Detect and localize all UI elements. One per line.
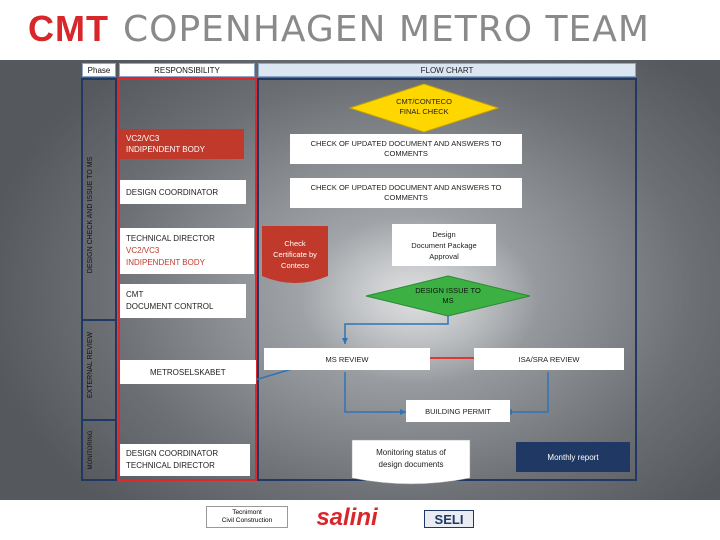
cmt-document-control: CMT DOCUMENT CONTROL	[120, 284, 246, 318]
page-title: COPENHAGEN METRO TEAM	[122, 8, 650, 50]
check-updated-document-1: CHECK OF UPDATED DOCUMENT AND ANSWERS TO…	[290, 134, 522, 164]
ms-review: MS REVIEW	[264, 348, 430, 370]
footer-band	[0, 500, 720, 540]
design-coordinator: DESIGN COORDINATOR	[120, 180, 246, 204]
header: CMT COPENHAGEN METRO TEAM	[28, 8, 650, 50]
sponsor-salini: salini	[316, 504, 378, 531]
monitoring-shape	[351, 439, 471, 485]
connector-issue-to-review	[342, 316, 449, 344]
sponsor-tecnimont: Tecnimont Civil Construction	[206, 506, 288, 528]
final-check-diamond	[348, 83, 500, 133]
check-updated-document-2: CHECK OF UPDATED DOCUMENT AND ANSWERS TO…	[290, 178, 522, 208]
flow-chart-header: FLOW CHART	[258, 63, 636, 77]
connector-ms-to-permit	[344, 372, 406, 415]
cmt-logo: CMT	[28, 8, 109, 49]
metroselskabet: METROSELSKABET	[120, 360, 256, 384]
isa-sra-review: ISA/SRA REVIEW	[474, 348, 624, 370]
vc-independent-body: VC2/VC3 INDIPENDENT BODY	[120, 129, 244, 159]
technical-director: TECHNICAL DIRECTOR VC2/VC3 INDIPENDENT B…	[120, 228, 254, 274]
monitoring-label: Monitoring status of design documents	[376, 448, 446, 469]
phase-label-external: EXTERNAL REVIEW	[87, 331, 94, 399]
sponsor-seli: SELI	[424, 510, 474, 528]
responsibility-header: RESPONSIBILITY	[119, 63, 255, 77]
phase-label-monitoring: MONITORING	[88, 430, 94, 470]
final-check-label: CMT/CONTECO FINAL CHECK	[396, 97, 452, 116]
responsibility-frame	[118, 78, 257, 481]
connector-isa-to-permit	[506, 372, 549, 415]
phase-header: Phase	[82, 63, 116, 77]
check-certificate-label: Check Certificate by Conteco	[273, 238, 317, 270]
phase-column-border	[81, 78, 117, 481]
monthly-report: Monthly report	[516, 442, 630, 472]
final-responsibility: DESIGN COORDINATOR TECHNICAL DIRECTOR	[120, 444, 250, 476]
header-band	[0, 0, 720, 60]
phase-label-design: DESIGN CHECK AND ISSUE TO MS	[87, 156, 94, 274]
building-permit: BUILDING PERMIT	[406, 400, 510, 422]
design-package-approval: Design Document Package Approval	[392, 224, 496, 266]
check-certificate-shape	[262, 226, 328, 283]
design-issue-label: DESIGN ISSUE TO MS	[415, 286, 481, 305]
